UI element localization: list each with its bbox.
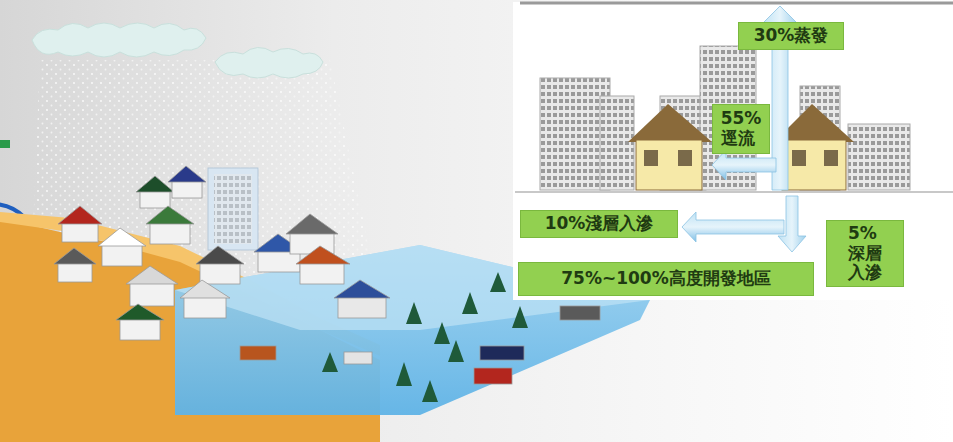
cloud — [32, 23, 323, 78]
illustration-part — [208, 168, 258, 250]
tower-building — [208, 168, 258, 250]
illustration-part — [480, 346, 524, 360]
illustration-part — [116, 304, 164, 320]
label-text: 5%深層 入滲 — [848, 224, 882, 283]
label-text: 55% 逕流 — [721, 109, 762, 148]
runoff-label: 55% 逕流 — [712, 104, 770, 154]
illustration-part — [172, 180, 202, 198]
illustration-part — [0, 140, 10, 148]
illustration-part — [520, 2, 953, 5]
illustration-part — [180, 280, 230, 298]
illustration-part — [512, 306, 528, 328]
label-text: 10%淺層入滲 — [545, 214, 654, 234]
illustration-part — [792, 150, 806, 166]
shallow-infiltration-label: 10%淺層入滲 — [520, 210, 678, 238]
illustration-part — [150, 222, 190, 244]
illustration-part — [32, 23, 206, 57]
illustration-part — [600, 96, 634, 190]
illustration-part — [146, 206, 194, 224]
illustration-part — [848, 124, 910, 190]
water-balance-panel — [513, 2, 953, 300]
illustration-part — [334, 280, 390, 298]
illustration-part — [396, 362, 412, 386]
illustration-part — [300, 262, 344, 284]
illustration-part — [126, 266, 178, 284]
illustration-part — [513, 2, 953, 300]
illustration-part — [406, 302, 422, 324]
illustration-part — [140, 190, 170, 208]
illustration-part — [712, 150, 776, 180]
illustration-part — [344, 352, 372, 364]
illustration-part — [168, 166, 206, 182]
illustration-part — [240, 346, 276, 360]
label-text: 30%蒸發 — [754, 26, 829, 46]
illustration-part — [62, 222, 98, 242]
illustration-part — [490, 272, 506, 292]
illustration-part — [54, 248, 96, 264]
illustration-part — [682, 212, 784, 242]
illustration-part — [422, 380, 438, 402]
illustration-part — [98, 228, 146, 246]
illustration-part — [58, 206, 102, 224]
illustration-part — [130, 282, 174, 306]
illustration-part — [448, 340, 464, 362]
illustration-part — [560, 306, 600, 320]
development-area-label: 75%~100%高度開發地區 — [518, 262, 814, 296]
illustration-part — [136, 176, 174, 192]
illustration-part — [184, 296, 226, 318]
trees — [322, 272, 528, 402]
illustration-part — [196, 246, 244, 264]
illustration-part — [58, 262, 92, 282]
illustration-part — [778, 196, 806, 252]
illustration-part — [636, 140, 702, 190]
illustration-part — [462, 292, 478, 314]
illustration-part — [200, 262, 240, 284]
illustration-part — [678, 150, 692, 166]
illustration-part — [120, 318, 160, 340]
illustration-part — [644, 150, 658, 166]
illustration-part — [322, 352, 338, 372]
illustration-part — [628, 104, 712, 142]
illustration-part — [286, 214, 338, 234]
illustration-part — [338, 296, 386, 318]
illustration-part — [474, 368, 512, 384]
illustration-part — [782, 140, 846, 190]
illustration-part — [824, 150, 838, 166]
illustration-part — [434, 322, 450, 344]
illustration-part — [515, 191, 953, 193]
deep-infiltration-label: 5%深層 入滲 — [826, 220, 904, 287]
illustration-part — [214, 174, 252, 244]
illustration-part — [296, 246, 350, 264]
rain — [30, 60, 380, 300]
evaporation-label: 30%蒸發 — [738, 22, 844, 50]
illustration-part — [215, 47, 323, 78]
illustration-part — [102, 244, 142, 266]
label-text: 75%~100%高度開發地區 — [561, 269, 770, 289]
